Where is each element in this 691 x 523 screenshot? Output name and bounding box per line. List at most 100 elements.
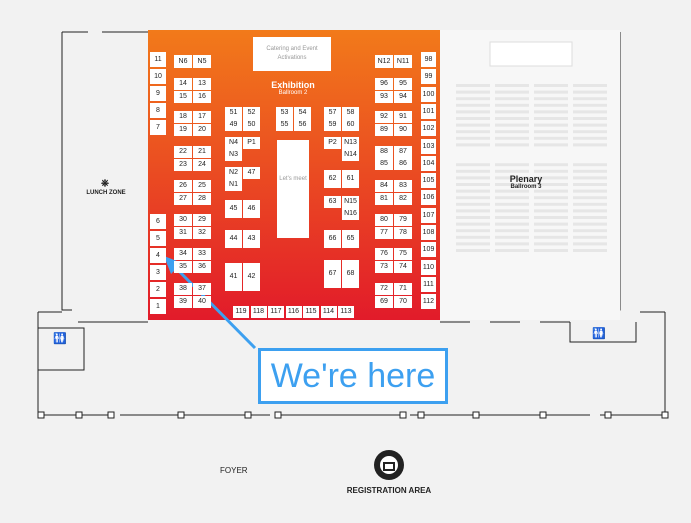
booth-63[interactable]: 63 [324, 196, 341, 208]
booth-20[interactable]: 20 [193, 124, 211, 136]
booth-83[interactable]: 83 [394, 180, 412, 192]
booth-108[interactable]: 108 [421, 225, 436, 240]
booth-61[interactable]: 61 [342, 170, 359, 188]
booth-98[interactable]: 98 [421, 52, 436, 67]
booth-n4[interactable]: N4 [225, 137, 242, 149]
booth-88[interactable]: 88 [375, 146, 393, 158]
booth-46[interactable]: 46 [243, 200, 260, 218]
booth-116[interactable]: 116 [285, 306, 302, 318]
booth-118[interactable]: 118 [250, 306, 267, 318]
booth-70[interactable]: 70 [394, 296, 412, 308]
booth-105[interactable]: 105 [421, 173, 436, 189]
booth-115[interactable]: 115 [303, 306, 319, 318]
booth-109[interactable]: 109 [421, 242, 436, 258]
booth-21[interactable]: 21 [193, 146, 211, 158]
booth-11[interactable]: 11 [150, 52, 166, 67]
booth-38[interactable]: 38 [174, 283, 192, 295]
booth-p2[interactable]: P2 [324, 137, 341, 149]
booth-95[interactable]: 95 [394, 78, 412, 90]
booth-42[interactable]: 42 [243, 263, 260, 291]
booth-78[interactable]: 78 [394, 227, 412, 239]
booth-43[interactable]: 43 [243, 230, 260, 248]
booth-102[interactable]: 102 [421, 121, 436, 137]
booth-5[interactable]: 5 [150, 231, 166, 246]
booth-55[interactable]: 55 [276, 119, 293, 131]
booth-54[interactable]: 54 [294, 107, 311, 119]
booth-36[interactable]: 36 [193, 261, 211, 273]
booth-111[interactable]: 111 [421, 276, 436, 292]
booth-7[interactable]: 7 [150, 120, 166, 135]
booth-62[interactable]: 62 [324, 170, 341, 188]
booth-9[interactable]: 9 [150, 86, 166, 101]
booth-85[interactable]: 85 [375, 158, 393, 170]
booth-51[interactable]: 51 [225, 107, 242, 119]
booth-26[interactable]: 26 [174, 180, 192, 192]
booth-n2[interactable]: N2 [225, 167, 242, 179]
booth-41[interactable]: 41 [225, 263, 242, 291]
booth-n14[interactable]: N14 [342, 149, 359, 161]
booth-16[interactable]: 16 [193, 91, 211, 103]
booth-n5[interactable]: N5 [193, 55, 211, 68]
booth-60[interactable]: 60 [342, 119, 359, 131]
booth-67[interactable]: 67 [324, 260, 341, 288]
booth-79[interactable]: 79 [394, 214, 412, 226]
booth-90[interactable]: 90 [394, 124, 412, 136]
booth-19[interactable]: 19 [174, 124, 192, 136]
booth-65[interactable]: 65 [342, 230, 359, 248]
booth-93[interactable]: 93 [375, 91, 393, 103]
booth-n12[interactable]: N12 [375, 55, 393, 68]
booth-81[interactable]: 81 [375, 193, 393, 205]
booth-92[interactable]: 92 [375, 111, 393, 123]
booth-3[interactable]: 3 [150, 265, 166, 280]
booth-28[interactable]: 28 [193, 193, 211, 205]
booth-2[interactable]: 2 [150, 282, 166, 297]
booth-77[interactable]: 77 [375, 227, 393, 239]
booth-89[interactable]: 89 [375, 124, 393, 136]
booth-66[interactable]: 66 [324, 230, 341, 248]
booth-103[interactable]: 103 [421, 138, 436, 154]
booth-17[interactable]: 17 [193, 111, 211, 123]
booth-72[interactable]: 72 [375, 283, 393, 295]
booth-73[interactable]: 73 [375, 261, 393, 273]
booth-99[interactable]: 99 [421, 69, 436, 85]
booth-112[interactable]: 112 [421, 294, 436, 310]
booth-74[interactable]: 74 [394, 261, 412, 273]
booth-107[interactable]: 107 [421, 207, 436, 223]
booth-6[interactable]: 6 [150, 214, 166, 229]
booth-n3[interactable]: N3 [225, 149, 242, 161]
booth-n13[interactable]: N13 [342, 137, 359, 149]
booth-n16[interactable]: N16 [342, 208, 359, 220]
booth-25[interactable]: 25 [193, 180, 211, 192]
booth-100[interactable]: 100 [421, 86, 436, 102]
booth-p1[interactable]: P1 [243, 137, 260, 149]
booth-1[interactable]: 1 [150, 299, 166, 314]
booth-57[interactable]: 57 [324, 107, 341, 119]
booth-37[interactable]: 37 [193, 283, 211, 295]
booth-30[interactable]: 30 [174, 214, 192, 226]
booth-40[interactable]: 40 [193, 296, 211, 308]
booth-n15[interactable]: N15 [342, 196, 359, 208]
booth-114[interactable]: 114 [320, 306, 337, 318]
booth-75[interactable]: 75 [394, 248, 412, 260]
booth-44[interactable]: 44 [225, 230, 242, 248]
booth-87[interactable]: 87 [394, 146, 412, 158]
booth-47[interactable]: 47 [243, 167, 260, 179]
booth-14[interactable]: 14 [174, 78, 192, 90]
booth-82[interactable]: 82 [394, 193, 412, 205]
booth-13[interactable]: 13 [193, 78, 211, 90]
booth-84[interactable]: 84 [375, 180, 393, 192]
booth-32[interactable]: 32 [193, 227, 211, 239]
booth-18[interactable]: 18 [174, 111, 192, 123]
booth-4[interactable]: 4 [150, 248, 166, 263]
booth-69[interactable]: 69 [375, 296, 393, 308]
booth-86[interactable]: 86 [394, 158, 412, 170]
booth-23[interactable]: 23 [174, 159, 192, 171]
booth-94[interactable]: 94 [394, 91, 412, 103]
booth-15[interactable]: 15 [174, 91, 192, 103]
booth-50[interactable]: 50 [243, 119, 260, 131]
booth-91[interactable]: 91 [394, 111, 412, 123]
booth-n11[interactable]: N11 [394, 55, 412, 68]
booth-27[interactable]: 27 [174, 193, 192, 205]
booth-53[interactable]: 53 [276, 107, 293, 119]
booth-110[interactable]: 110 [421, 259, 436, 275]
